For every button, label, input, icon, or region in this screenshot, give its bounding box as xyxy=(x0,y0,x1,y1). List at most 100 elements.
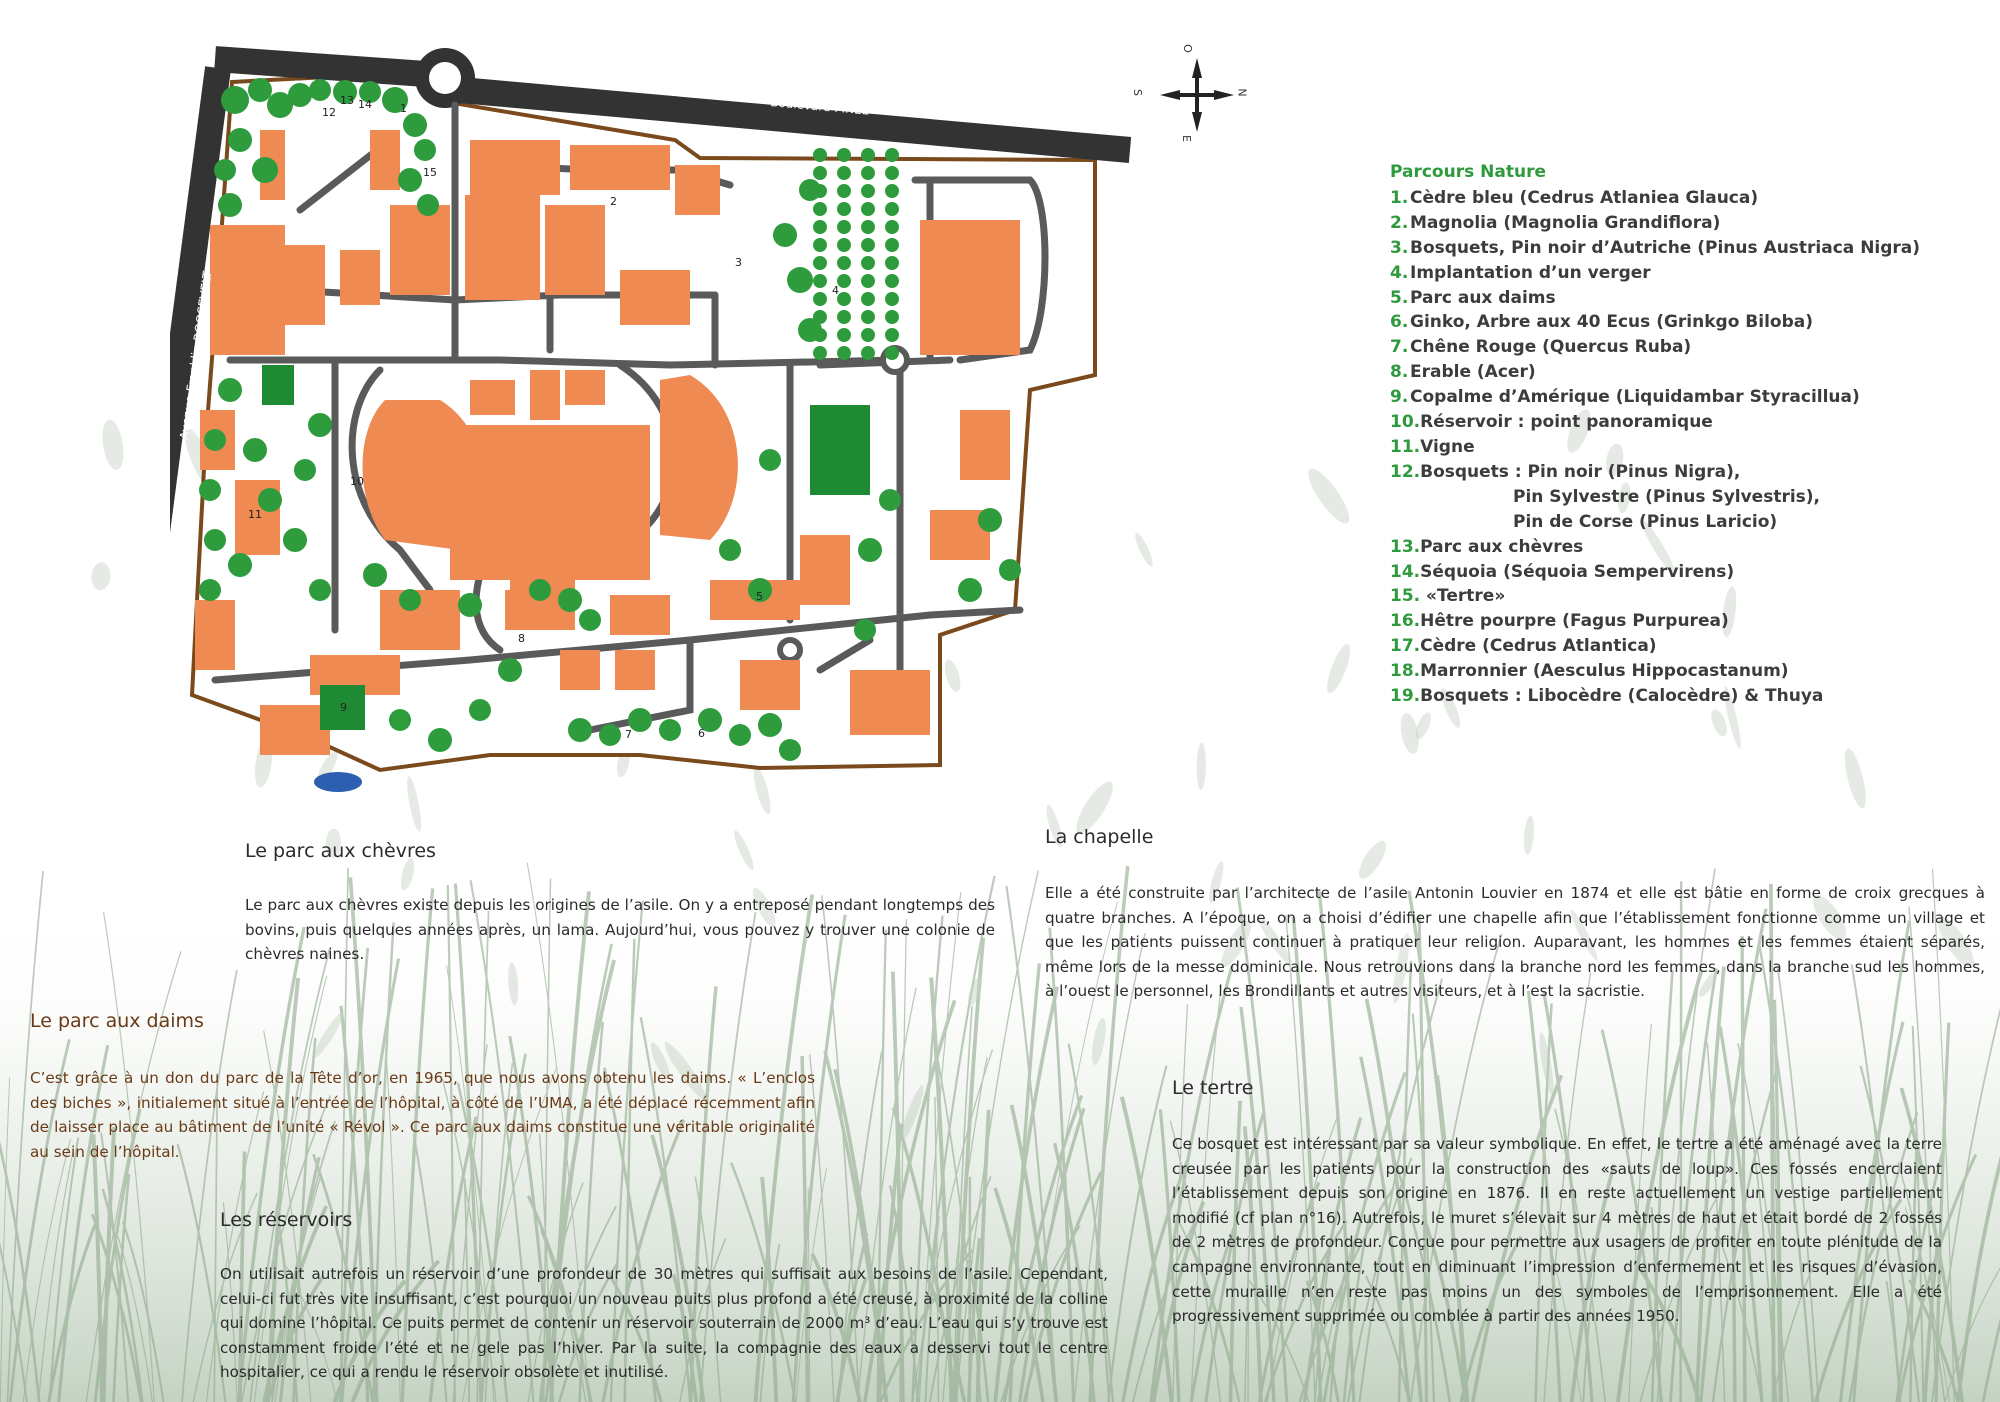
section-chapelle: La chapelle Elle a été construite par l’… xyxy=(1045,826,1985,1004)
compass-top: O xyxy=(1180,44,1194,53)
legend-label: Parc aux daims xyxy=(1410,287,1556,308)
compass-right: N xyxy=(1235,88,1249,97)
legend-number: 16. xyxy=(1390,611,1421,632)
legend-item: 17. Cèdre (Cedrus Atlantica) xyxy=(1390,634,1950,659)
legend-number: 11. xyxy=(1390,436,1421,457)
legend-number: 9. xyxy=(1390,387,1409,408)
legend-label: Magnolia (Magnolia Grandiflora) xyxy=(1410,212,1721,233)
legend-label-continued: Pin Sylvestre (Pinus Sylvestris), xyxy=(1513,486,1821,507)
section-text: Elle a été construite par l’architecte d… xyxy=(1045,884,1985,1001)
compass-arrows-icon xyxy=(1160,58,1234,132)
legend-number: 6. xyxy=(1390,312,1409,333)
legend-item: 10. Réservoir : point panoramique xyxy=(1390,410,1950,435)
marker-label: 3 xyxy=(735,256,742,269)
legend-number: 12. xyxy=(1390,461,1421,482)
marker-label: 11 xyxy=(248,508,262,521)
section-text: Ce bosquet est intéressant par sa valeur… xyxy=(1172,1135,1942,1326)
compass-bottom: E xyxy=(1179,135,1193,142)
legend-title: Parcours Nature xyxy=(1390,162,1546,182)
reservoir-water xyxy=(314,772,362,792)
compass: O E S N xyxy=(1131,40,1252,150)
legend-label: Implantation d’un verger xyxy=(1410,262,1651,283)
legend-item: 7. Chêne Rouge (Quercus Ruba) xyxy=(1390,335,1950,360)
legend-number: 3. xyxy=(1390,237,1409,258)
legend-number: 5. xyxy=(1390,287,1409,308)
legend-number: 19. xyxy=(1390,686,1421,707)
marker-label: 2 xyxy=(610,195,617,208)
legend-label: Erable (Acer) xyxy=(1410,362,1536,383)
field-b xyxy=(810,405,870,495)
legend-item: 13. Parc aux chèvres xyxy=(1390,535,1950,560)
section-parc-daims: Le parc aux daims C’est grâce à un don d… xyxy=(30,1010,815,1164)
legend-item: 4. Implantation d’un verger xyxy=(1390,261,1950,286)
legend-label: Cèdre (Cedrus Atlantica) xyxy=(1420,636,1657,657)
marker-label: 4 xyxy=(832,284,839,297)
legend-label: Marronnier (Aesculus Hippocastanum) xyxy=(1420,661,1789,682)
legend-number: 18. xyxy=(1390,661,1421,682)
legend-label: Copalme d’Amérique (Liquidambar Styracil… xyxy=(1410,387,1860,408)
legend-label: Chêne Rouge (Quercus Ruba) xyxy=(1410,337,1692,358)
legend-item: 11. Vigne xyxy=(1390,435,1950,460)
legend-label: Parc aux chèvres xyxy=(1420,536,1584,557)
marker-label: 5 xyxy=(756,590,763,603)
legend-number: 2. xyxy=(1390,212,1409,233)
section-text: On utilisait autrefois un réservoir d’un… xyxy=(220,1265,1108,1382)
legend-number: 8. xyxy=(1390,362,1409,383)
legend-item: 19. Bosquets : Libocèdre (Calocèdre) & T… xyxy=(1390,684,1950,709)
section-text: C’est grâce à un don du parc de la Tête … xyxy=(30,1069,815,1161)
field-a xyxy=(262,365,294,405)
legend-item: 12. Bosquets : Pin noir (Pinus Nigra), xyxy=(1390,460,1950,485)
legend-label: Hêtre pourpre (Fagus Purpurea) xyxy=(1420,611,1729,632)
marker-label: 1 xyxy=(400,102,407,115)
section-title: Le tertre xyxy=(1172,1077,1254,1099)
trees xyxy=(199,78,1021,761)
section-title: Le parc aux daims xyxy=(30,1010,204,1032)
marker-label: 9 xyxy=(340,701,347,714)
marker-label: 13 xyxy=(340,94,354,107)
legend-number: 7. xyxy=(1390,337,1409,358)
section-text: Le parc aux chèvres existe depuis les or… xyxy=(245,896,995,964)
marker-label: 12 xyxy=(322,106,336,119)
legend-label: Réservoir : point panoramique xyxy=(1420,412,1713,433)
legend-number: 17. xyxy=(1390,636,1421,657)
legend-item: 16. Hêtre pourpre (Fagus Purpurea) xyxy=(1390,609,1950,634)
legend-number: 13. xyxy=(1390,536,1421,557)
legend-label: Bosquets : Libocèdre (Calocèdre) & Thuya xyxy=(1420,686,1824,707)
legend-item: 18. Marronnier (Aesculus Hippocastanum) xyxy=(1390,659,1950,684)
marker-label: 14 xyxy=(358,98,372,111)
marker-label: 15 xyxy=(423,166,437,179)
marker-label: 6 xyxy=(698,727,705,740)
section-title: Le parc aux chèvres xyxy=(245,840,436,862)
avenue-road-main xyxy=(170,66,231,533)
section-title: Les réservoirs xyxy=(220,1209,353,1231)
legend-item: 14. Séquoia (Séquoia Sempervirens) xyxy=(1390,560,1950,585)
legend-number: 10. xyxy=(1390,412,1421,433)
legend-items: 1. Cèdre bleu (Cedrus Atlaniea Glauca)2.… xyxy=(1390,186,1950,709)
marker-label: 10 xyxy=(350,475,364,488)
legend-item: 3. Bosquets, Pin noir d’Autriche (Pinus … xyxy=(1390,236,1950,261)
legend-number: 1. xyxy=(1390,187,1409,208)
section-reservoirs: Les réservoirs On utilisait autrefois un… xyxy=(220,1209,1108,1385)
legend-label: Vigne xyxy=(1420,436,1475,457)
legend-item: 15. «Tertre» xyxy=(1390,584,1950,609)
legend-number: 14. xyxy=(1390,561,1421,582)
legend-label: «Tertre» xyxy=(1420,586,1506,607)
legend-label: Bosquets, Pin noir d’Autriche (Pinus Aus… xyxy=(1410,237,1921,258)
legend-label: Ginko, Arbre aux 40 Ecus (Grinkgo Biloba… xyxy=(1410,312,1814,333)
buildings xyxy=(195,130,1020,755)
legend-item: 6. Ginko, Arbre aux 40 Ecus (Grinkgo Bil… xyxy=(1390,310,1950,335)
legend-label: Bosquets : Pin noir (Pinus Nigra), xyxy=(1420,461,1741,482)
legend-item: 1. Cèdre bleu (Cedrus Atlaniea Glauca) xyxy=(1390,186,1950,211)
legend-item: 8. Erable (Acer) xyxy=(1390,360,1950,385)
legend-number: 4. xyxy=(1390,262,1409,283)
marker-label: 7 xyxy=(625,728,632,741)
boulevard-road xyxy=(458,77,1132,163)
avenue-road xyxy=(214,46,454,89)
nature-trail-legend: Parcours Nature 1. Cèdre bleu (Cedrus At… xyxy=(1390,160,1950,709)
legend-item: 5. Parc aux daims xyxy=(1390,286,1950,311)
section-title: La chapelle xyxy=(1045,826,1154,848)
section-tertre: Le tertre Ce bosquet est intéressant par… xyxy=(1172,1077,1942,1329)
